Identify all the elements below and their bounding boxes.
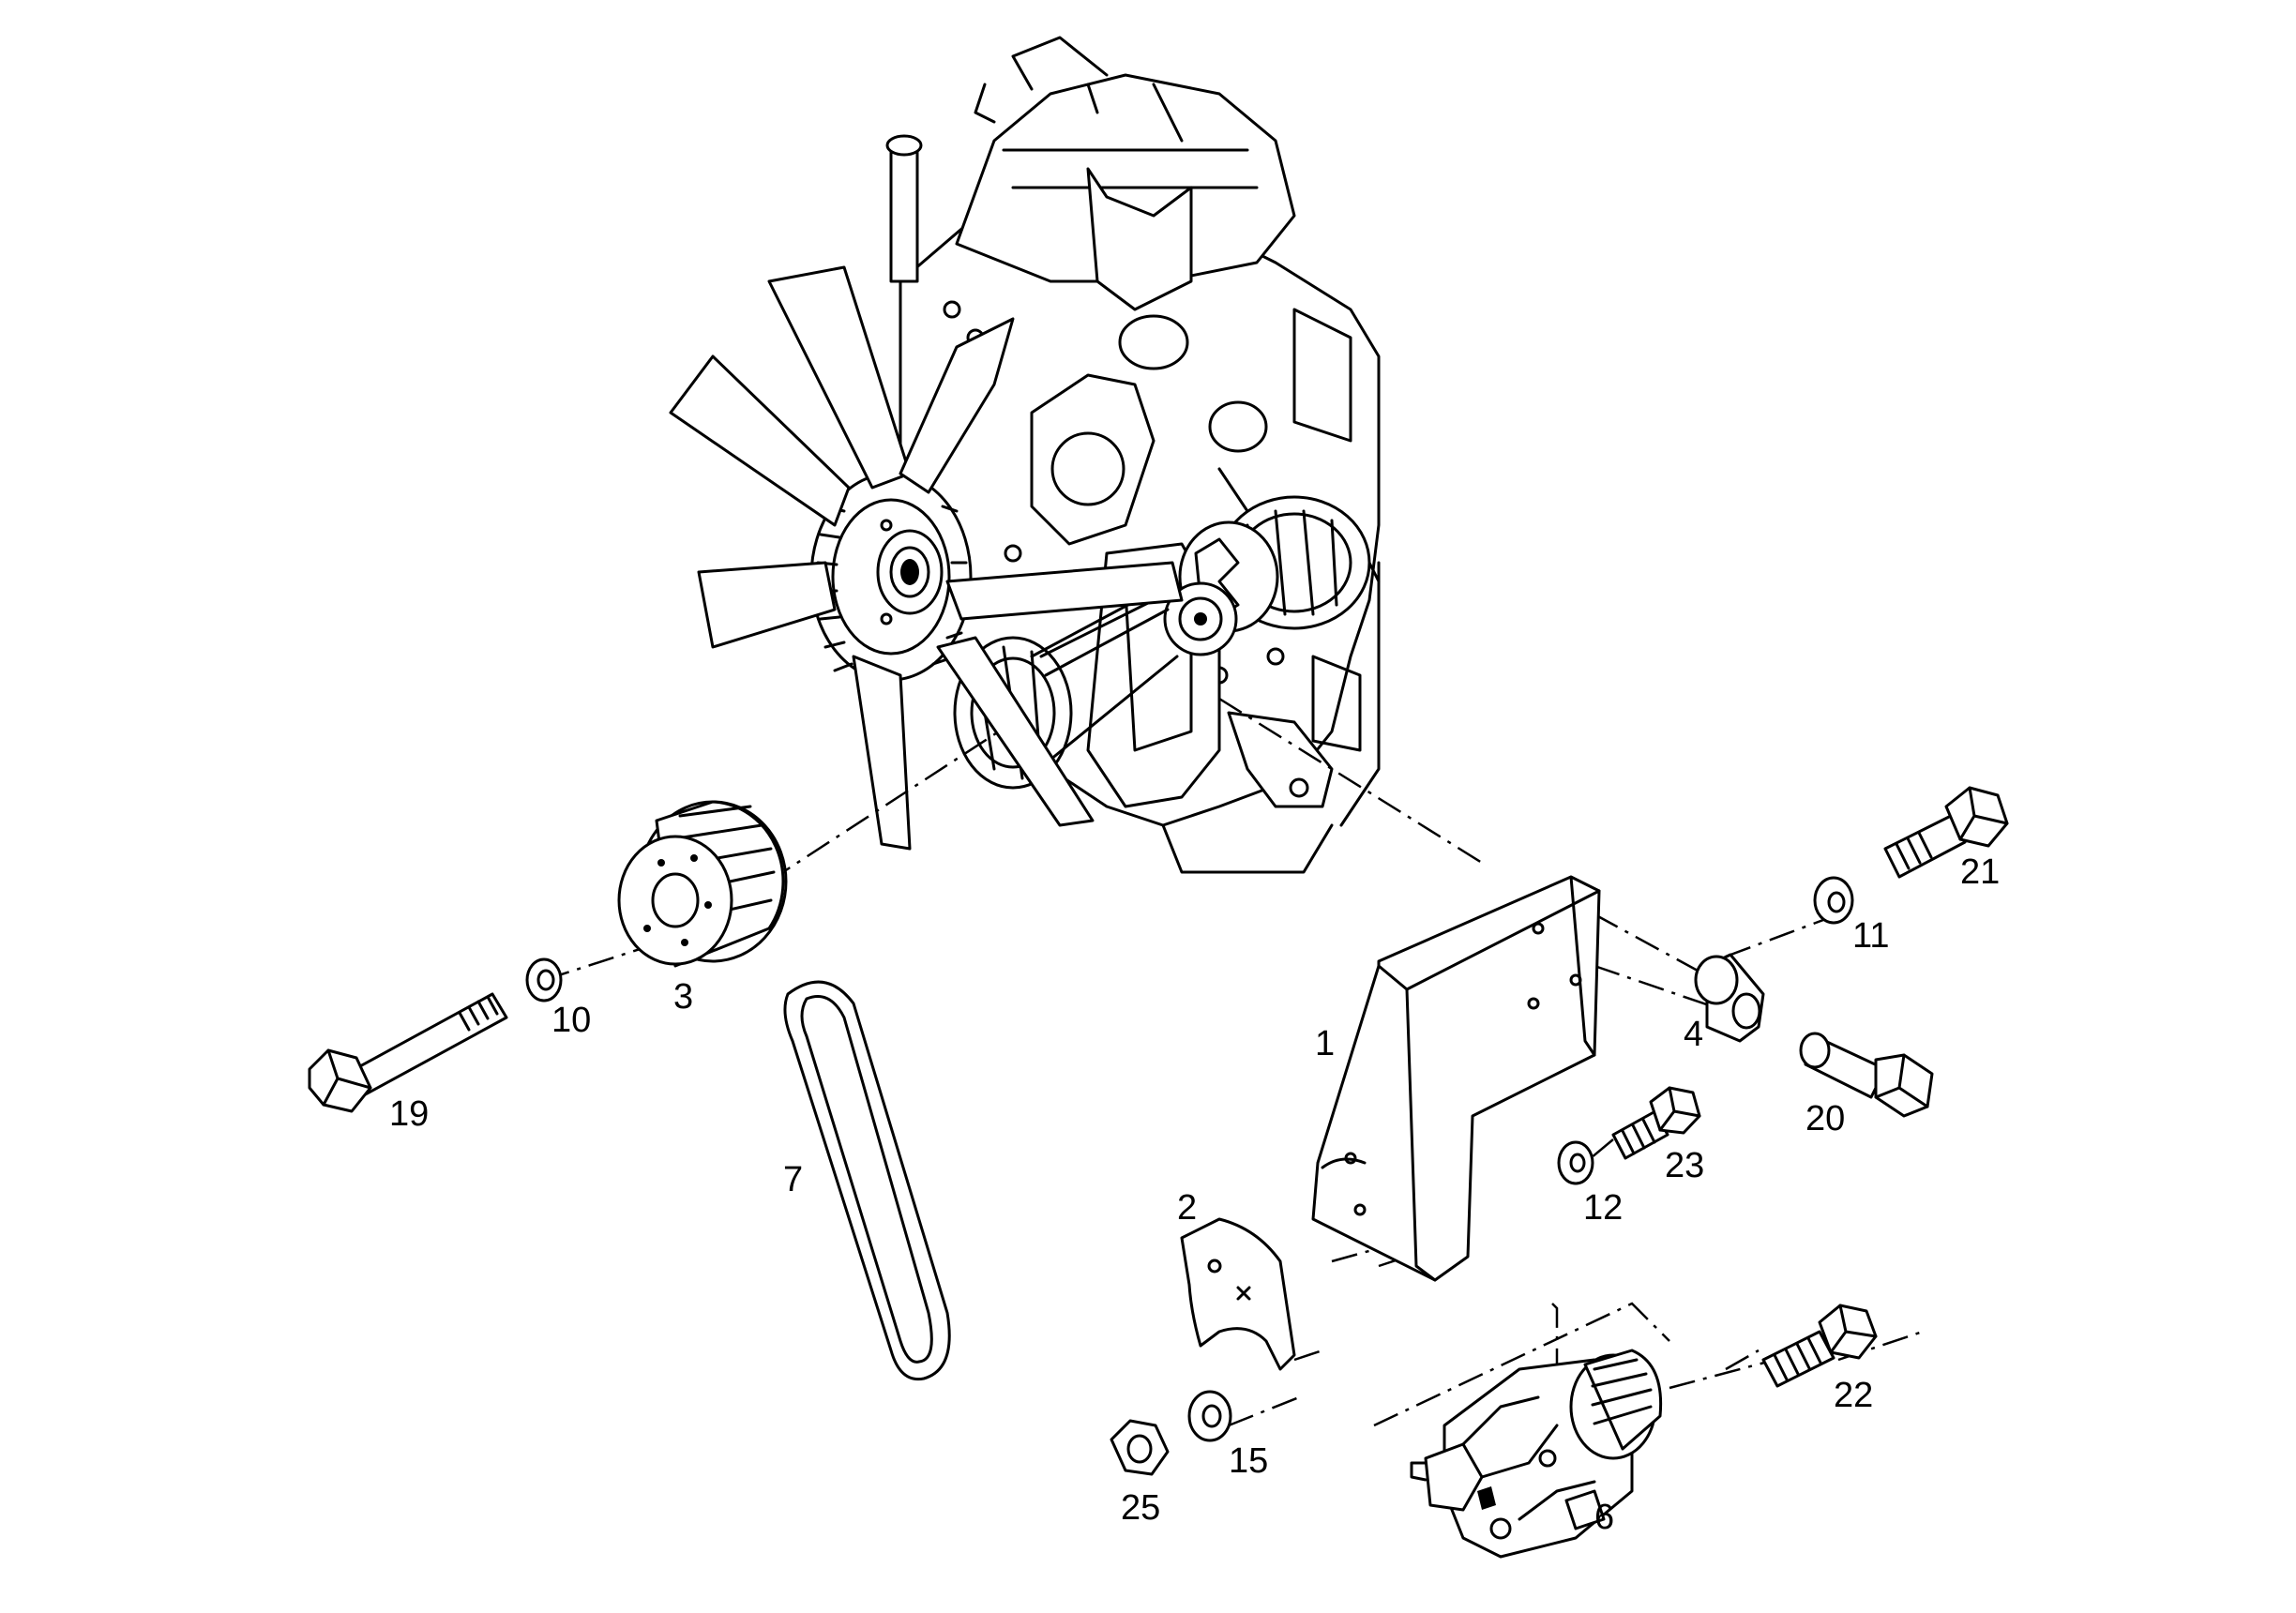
part-labels: 1 2 3 4 6 7 10 11 12 15 19 20 21 22 23 2…	[389, 852, 2000, 1537]
label-part-10: 10	[551, 1001, 591, 1040]
label-part-20: 20	[1805, 1099, 1845, 1138]
v-belt	[783, 980, 951, 1381]
alternator-6	[1410, 1349, 1663, 1559]
label-part-19: 19	[389, 1094, 429, 1134]
label-part-3: 3	[673, 977, 693, 1017]
label-part-2: 2	[1177, 1188, 1197, 1228]
washer-12	[1557, 1140, 1594, 1185]
fan-blades	[669, 265, 1184, 851]
label-part-21: 21	[1960, 852, 2000, 892]
label-part-11: 11	[1852, 916, 1889, 956]
washer-10	[525, 957, 563, 1002]
support-plate-2	[1180, 1217, 1296, 1371]
bolt-22	[1761, 1304, 1878, 1388]
engine-assembly	[669, 36, 1381, 874]
label-part-4: 4	[1684, 1015, 1703, 1054]
label-part-1: 1	[1315, 1024, 1335, 1063]
label-part-7: 7	[783, 1160, 803, 1199]
spacer-4	[1694, 953, 1765, 1043]
label-part-25: 25	[1121, 1488, 1160, 1528]
hex-nut-25	[1110, 1419, 1170, 1476]
label-part-6: 6	[1594, 1498, 1614, 1537]
washer-15	[1187, 1390, 1232, 1442]
bolt-20	[1799, 1032, 1934, 1118]
bolt-21	[1883, 786, 2009, 879]
crankshaft-pulley	[617, 800, 788, 968]
label-part-15: 15	[1229, 1441, 1268, 1481]
long-bolt-19	[308, 992, 508, 1113]
bolt-23	[1611, 1086, 1701, 1160]
label-part-12: 12	[1583, 1188, 1623, 1228]
mounting-bracket-1	[1311, 875, 1601, 1282]
label-part-23: 23	[1665, 1146, 1704, 1185]
washer-11	[1813, 876, 1854, 925]
label-part-22: 22	[1834, 1376, 1873, 1415]
